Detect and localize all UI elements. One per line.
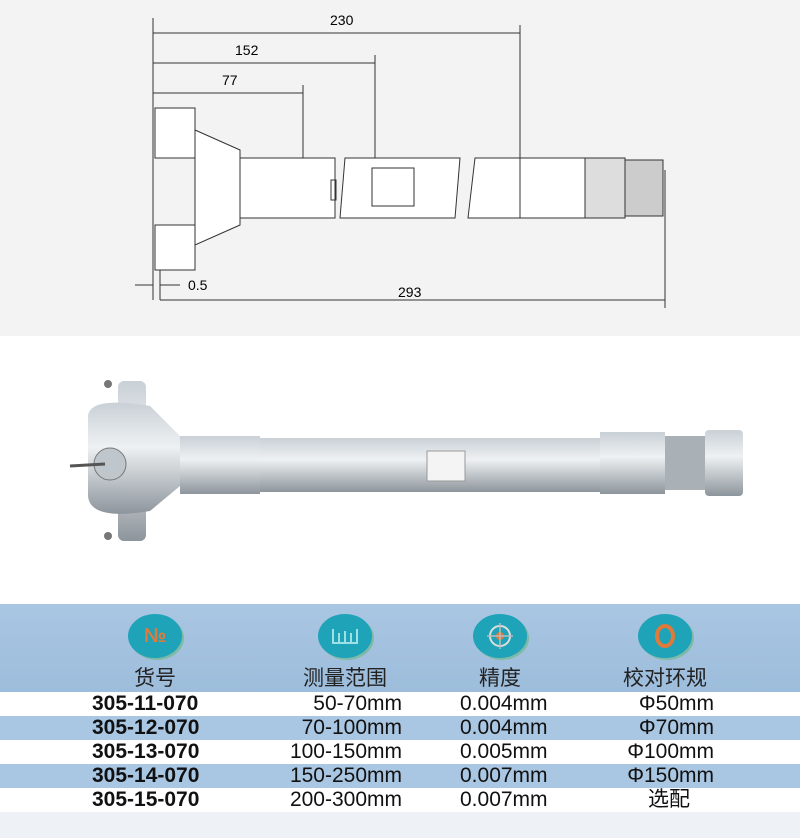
dim-152: 152 <box>235 42 259 58</box>
header-label: 校对环规 <box>623 667 707 690</box>
number-sign-icon: № <box>128 614 182 658</box>
header-label: 测量范围 <box>303 667 387 690</box>
table-row: 305-15-070 200-300mm 0.007mm 选配 <box>0 788 800 812</box>
table-row: 305-12-070 70-100mm 0.004mm Φ70mm <box>0 716 800 740</box>
product-photo <box>0 336 800 604</box>
measuring-range: 150-250mm <box>289 764 402 787</box>
ring-gauge-icon <box>638 614 692 658</box>
table-header: № 货号 测量范围 精度 校对环规 <box>0 604 800 692</box>
crosshair-precision-icon <box>473 614 527 658</box>
header-label: 货号 <box>134 667 176 690</box>
header-measuring-range: 测量范围 <box>260 604 430 692</box>
header-ring-gauge: 校对环规 <box>580 604 750 692</box>
micrometer-illustration <box>69 380 743 541</box>
measuring-range: 100-150mm <box>289 740 402 763</box>
dim-77: 77 <box>222 72 238 88</box>
accuracy: 0.007mm <box>460 788 548 811</box>
header-item-number: № 货号 <box>70 604 240 692</box>
table-row: 305-14-070 150-250mm 0.007mm Φ150mm <box>0 764 800 788</box>
accuracy: 0.004mm <box>460 692 548 715</box>
ring-gauge: Φ50mm <box>638 692 714 715</box>
table-row: 305-13-070 100-150mm 0.005mm Φ100mm <box>0 740 800 764</box>
item-code: 305-14-070 <box>92 764 200 787</box>
header-label: 精度 <box>479 667 521 690</box>
measuring-range-icon <box>318 614 372 658</box>
header-accuracy: 精度 <box>415 604 585 692</box>
accuracy: 0.007mm <box>460 764 548 787</box>
measuring-range: 50-70mm <box>313 692 402 715</box>
ring-gauge: 选配 <box>648 788 690 811</box>
measuring-range: 70-100mm <box>301 716 402 739</box>
accuracy: 0.004mm <box>460 716 548 739</box>
table-row: 305-11-070 50-70mm 0.004mm Φ50mm <box>0 692 800 716</box>
dim-0-5: 0.5 <box>188 277 208 293</box>
ring-gauge: Φ100mm <box>627 740 714 763</box>
item-code: 305-13-070 <box>92 740 200 763</box>
item-code: 305-15-070 <box>92 788 200 811</box>
item-code: 305-11-070 <box>92 692 199 715</box>
accuracy: 0.005mm <box>460 740 548 763</box>
item-code: 305-12-070 <box>92 716 200 739</box>
dim-230: 230 <box>330 12 354 28</box>
number-sign-glyph: № <box>143 624 167 647</box>
specification-table: № 货号 测量范围 精度 校对环规 305-11-070 50-70mm 0.0… <box>0 604 800 838</box>
ring-gauge: Φ70mm <box>638 716 714 739</box>
ring-gauge: Φ150mm <box>627 764 714 787</box>
dim-293: 293 <box>398 284 422 300</box>
measuring-range: 200-300mm <box>289 788 402 811</box>
dimension-drawing: 230 152 77 0.5 293 <box>135 12 666 308</box>
technical-drawing: 230 152 77 0.5 293 <box>0 0 800 336</box>
